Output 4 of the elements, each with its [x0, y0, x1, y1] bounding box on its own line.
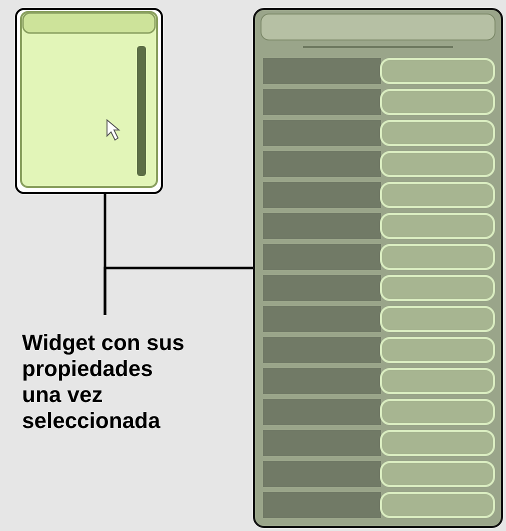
- caption-text: Widget con sus propiedades una vez seleccionada: [22, 330, 197, 434]
- widget-window-drawing: [15, 8, 163, 194]
- connector-line: [104, 266, 253, 315]
- properties-panel-drawing: [253, 8, 503, 528]
